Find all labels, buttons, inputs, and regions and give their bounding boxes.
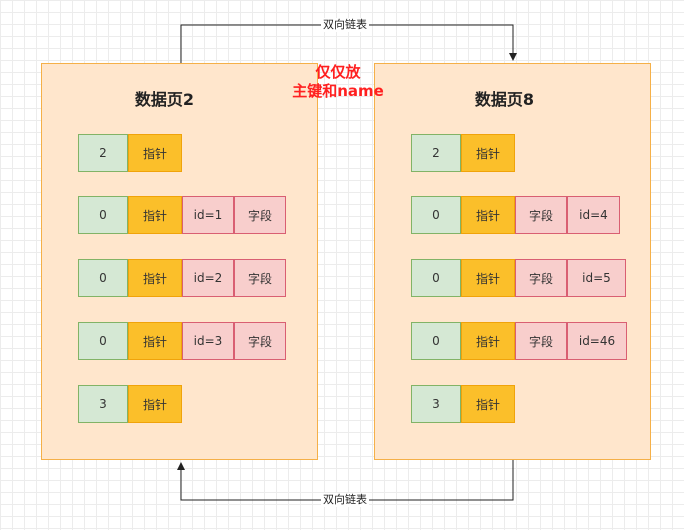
record-field: 字段 [515,259,567,297]
record-pointer: 指针 [128,259,182,297]
record-num: 0 [78,259,128,297]
record-id: id=3 [182,322,234,360]
record-num: 3 [78,385,128,423]
record-pointer: 指针 [461,259,515,297]
annotation-line-1: 仅仅放 [315,63,361,81]
record-field: 字段 [234,322,286,360]
record-pointer: 指针 [461,322,515,360]
record-id: id=4 [567,196,620,234]
record-num: 0 [411,196,461,234]
record-num: 0 [78,322,128,360]
record-field: 字段 [234,259,286,297]
record-pointer: 指针 [128,322,182,360]
record-num: 0 [78,196,128,234]
bottom-link-label: 双向链表 [321,493,369,507]
record-id: id=2 [182,259,234,297]
record-id: id=1 [182,196,234,234]
page-title: 数据页2 [134,90,195,109]
record-pointer: 指针 [128,134,182,172]
record-id: id=5 [567,259,626,297]
record-num: 2 [78,134,128,172]
record-field: 字段 [515,322,567,360]
record-num: 3 [411,385,461,423]
page-title: 数据页8 [474,90,535,109]
record-pointer: 指针 [461,196,515,234]
record-field: 字段 [515,196,567,234]
record-field: 字段 [234,196,286,234]
record-num: 0 [411,322,461,360]
record-pointer: 指针 [128,385,182,423]
record-pointer: 指针 [461,134,515,172]
record-num: 0 [411,259,461,297]
record-pointer: 指针 [128,196,182,234]
record-num: 2 [411,134,461,172]
top-link-label: 双向链表 [321,18,369,32]
record-pointer: 指针 [461,385,515,423]
record-id: id=46 [567,322,627,360]
annotation-line-2: 主键和name [292,82,384,100]
annotation-note: 仅仅放 主键和name [278,63,398,101]
